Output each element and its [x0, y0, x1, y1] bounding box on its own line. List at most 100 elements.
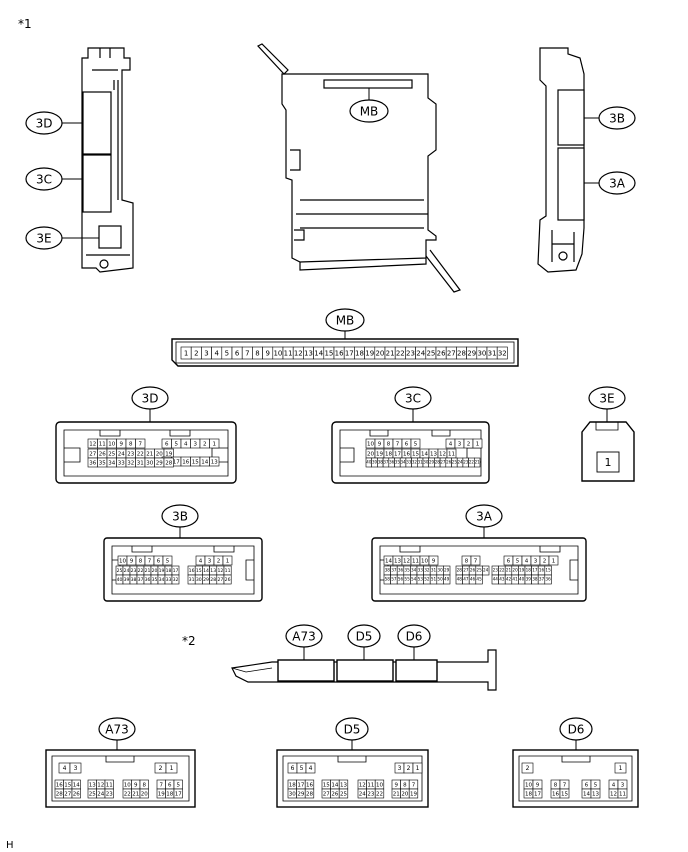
3c-pin-cell [472, 438, 483, 449]
3a-pin-label: 17 [532, 568, 538, 573]
d5-pin-label: 18 [289, 782, 296, 788]
3a-pin-cell [475, 574, 483, 585]
3a-pin-label: 27 [463, 568, 469, 573]
svg-text:D6: D6 [568, 723, 585, 737]
mb-pin-label: 28 [457, 350, 466, 358]
d6-pin-label: 18 [525, 791, 532, 797]
a73-pin-label: 18 [166, 791, 173, 797]
a73-pin-label: 2 [159, 765, 163, 772]
3a-pin-label: 56 [398, 577, 404, 582]
mb-pin-label: 16 [335, 350, 344, 358]
3b-pin-label: 8 [139, 558, 143, 564]
3c-pin-label: 19 [376, 451, 383, 457]
3a-pin-label: 33 [418, 568, 424, 573]
3a-pin-label: 29 [444, 568, 450, 573]
3b-pin-label: 32 [173, 577, 179, 583]
svg-text:3C: 3C [36, 173, 52, 187]
3a-pin-label: 20 [512, 568, 518, 573]
a73-pin-label: 17 [175, 791, 182, 797]
a73-pin-label: 23 [106, 791, 113, 797]
d5-pin-label: 11 [367, 782, 374, 788]
mb-pin-label: 12 [294, 350, 303, 358]
3a-pin-label: 4 [525, 558, 529, 564]
a73-pin-label: 14 [73, 782, 80, 788]
3a-pin-label: 6 [507, 558, 511, 564]
a73-pin-label: 1 [170, 765, 174, 772]
svg-text:3A: 3A [609, 177, 626, 191]
3c-pin-label: 2 [467, 441, 471, 447]
callout-sub-a73: A73 [285, 624, 323, 660]
d5-pin-label: 1 [416, 765, 420, 772]
svg-text:3B: 3B [609, 112, 625, 126]
a73-pin-label: 10 [124, 782, 131, 788]
d5-pin-label: 7 [412, 782, 416, 788]
d5-pin-label: 16 [306, 782, 313, 788]
3d-pin-label: 10 [108, 441, 115, 447]
3a-pin-label: 52 [424, 577, 430, 582]
mb-pin-label: 17 [345, 350, 354, 358]
3c-pin-label: 14 [421, 451, 428, 457]
ecu-right-side-view [537, 47, 585, 273]
3a-pin-label: 45 [476, 577, 482, 582]
3c-pin-label: 23 [463, 460, 469, 465]
holder-slot-a73 [277, 659, 335, 682]
3a-pin-label: 31 [431, 568, 437, 573]
3d-pin-label: 15 [192, 459, 199, 465]
ref-marker-1: *1 [18, 17, 32, 31]
3a-pin-label: 25 [476, 568, 482, 573]
3a-pin-label: 28 [457, 568, 463, 573]
a73-pin-label: 4 [63, 765, 67, 772]
3d-pin-label: 25 [108, 451, 115, 457]
3a-pin-label: 51 [431, 577, 437, 582]
mb-pin-cell [496, 346, 508, 360]
svg-text:3D: 3D [36, 117, 53, 131]
3a-pin-label: 12 [403, 558, 410, 564]
3a-pin-label: 14 [385, 558, 392, 564]
d6-pin-label: 10 [525, 782, 532, 788]
d6-pin-label: 5 [594, 782, 598, 788]
3c-pin-label: 36 [389, 460, 395, 465]
3b-pin-label: 37 [138, 577, 144, 583]
d5-pin-label: 13 [340, 782, 347, 788]
d6-pin-label: 17 [534, 791, 541, 797]
3b-pin-label: 28 [210, 577, 216, 583]
3d-pin-label: 14 [201, 459, 208, 465]
mb-pin-label: 20 [375, 350, 384, 358]
a73-pin-label: 28 [56, 791, 63, 797]
svg-text:A73: A73 [292, 630, 315, 644]
3d-pin-label: 30 [146, 460, 153, 466]
a73-pin-cell [139, 788, 149, 799]
3c-pin-label: 32 [412, 460, 418, 465]
3c-pin-label: 21 [475, 460, 481, 465]
d5-pin-cell [304, 788, 315, 799]
d6-pin-label: 3 [621, 782, 625, 788]
svg-text:D5: D5 [344, 723, 361, 737]
3b-pin-label: 38 [131, 577, 137, 583]
3b-pin-cell [171, 574, 180, 585]
3d-pin-label: 7 [139, 441, 143, 447]
3b-pin-label: 18 [166, 568, 172, 574]
3d-pin-label: 34 [108, 460, 115, 466]
3c-pin-label: 38 [378, 460, 384, 465]
3d-pin-cell [135, 438, 146, 449]
mb-pin-label: 18 [355, 350, 364, 358]
3a-pin-label: 11 [412, 558, 419, 564]
3b-pin-label: 4 [199, 558, 203, 564]
svg-text:D5: D5 [356, 630, 373, 644]
3d-pin-label: 13 [211, 459, 218, 465]
3a-pin-label: 41 [512, 577, 518, 582]
d6-pin-cell [614, 762, 627, 774]
a73-pin-label: 21 [132, 791, 139, 797]
3d-pin-label: 9 [120, 441, 124, 447]
3a-pin-label: 13 [394, 558, 401, 564]
d6-pin-label: 8 [554, 782, 558, 788]
3a-pin-label: 47 [463, 577, 469, 582]
callout-face-mb-label: MB [336, 314, 355, 328]
a73-pin-label: 27 [64, 791, 71, 797]
callout-face-3e-label: 3E [599, 392, 614, 406]
d6-pin-label: 9 [536, 782, 540, 788]
d6-pin-label: 14 [583, 791, 590, 797]
3b-pin-label: 24 [124, 568, 130, 574]
